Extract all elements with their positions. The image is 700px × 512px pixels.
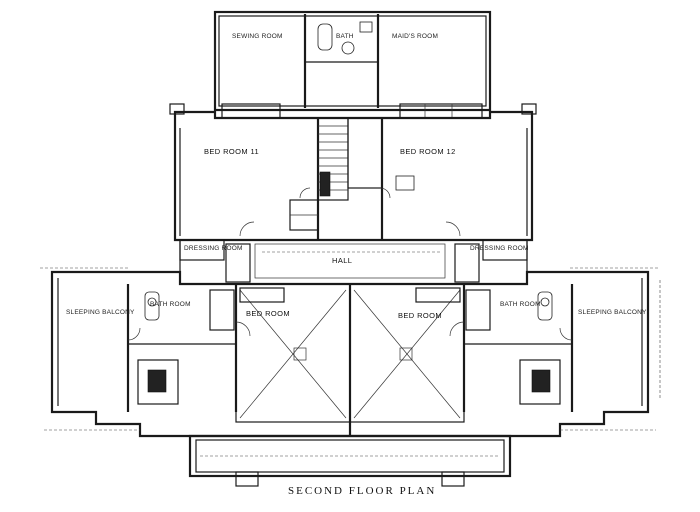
label-hall: HALL: [332, 256, 352, 265]
label-bed-room-12: BED ROOM 12: [400, 147, 456, 156]
label-dressing-room-right: DRESSING ROOM: [470, 245, 529, 252]
label-bath-room-left: BATH ROOM: [150, 301, 191, 308]
label-bed-room-right: BED ROOM: [398, 311, 442, 320]
plan-title: SECOND FLOOR PLAN: [288, 485, 436, 497]
label-sewing-room: SEWING ROOM: [232, 33, 283, 40]
room-labels: SEWING ROOM BATH MAID'S ROOM BED ROOM 11…: [66, 33, 647, 320]
stair-treads: [318, 125, 348, 191]
label-maids-room: MAID'S ROOM: [392, 33, 438, 40]
middle-block: [169, 103, 537, 285]
label-bed-room-left: BED ROOM: [246, 309, 290, 318]
label-dressing-room-left: DRESSING ROOM: [184, 245, 243, 252]
label-sleeping-balcony-right: SLEEPING BALCONY: [578, 309, 647, 316]
label-bath-room-right: BATH ROOM: [500, 301, 541, 308]
top-wing: [213, 10, 492, 119]
label-bath-top: BATH: [336, 33, 354, 40]
lower-section: [40, 267, 661, 487]
label-bed-room-11: BED ROOM 11: [204, 147, 259, 156]
label-sleeping-balcony-left: SLEEPING BALCONY: [66, 309, 135, 316]
